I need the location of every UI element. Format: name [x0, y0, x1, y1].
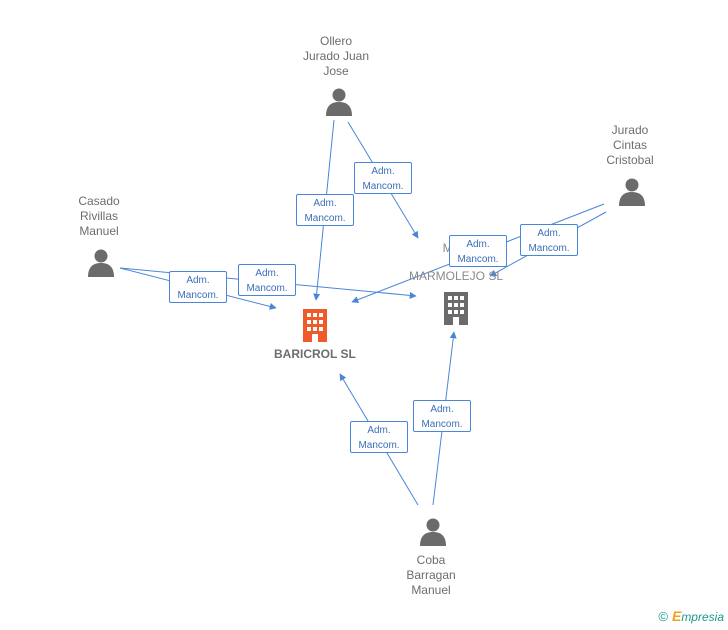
- label-line: Jurado: [611, 123, 649, 137]
- label-line: MARMOLEJO SL: [408, 269, 504, 283]
- relation-type: Mancom.: [304, 213, 346, 224]
- relation-role: Adm.: [371, 166, 395, 177]
- label-line: Cristobal: [606, 153, 654, 167]
- label-line: Manuel: [79, 224, 119, 238]
- relation-box[interactable]: Adm. Mancom.: [350, 421, 408, 453]
- label-line: Manuel: [411, 583, 451, 597]
- relation-type: Mancom.: [177, 290, 219, 301]
- person-icon: [88, 249, 114, 277]
- person-label-coba[interactable]: Coba Barragan Manuel: [371, 553, 491, 598]
- relation-box[interactable]: Adm. Mancom.: [449, 235, 507, 267]
- relation-box[interactable]: Adm. Mancom.: [238, 264, 296, 296]
- label-line: Ollero: [319, 34, 352, 48]
- person-icon: [326, 88, 352, 116]
- person-label-jurado[interactable]: Jurado Cintas Cristobal: [570, 123, 690, 168]
- person-label-casado[interactable]: Casado Rivillas Manuel: [39, 194, 159, 239]
- relation-box[interactable]: Adm. Mancom.: [520, 224, 578, 256]
- person-icon: [420, 518, 446, 546]
- label-line: Rivillas: [79, 209, 118, 223]
- building-icon: [444, 292, 468, 325]
- brand-logo-text: mpresia: [681, 610, 724, 624]
- relation-role: Adm.: [430, 404, 454, 415]
- relation-role: Adm.: [255, 268, 279, 279]
- label-line: Coba: [416, 553, 446, 567]
- person-label-ollero[interactable]: Ollero Jurado Juan Jose: [276, 34, 396, 79]
- relation-box[interactable]: Adm. Mancom.: [413, 400, 471, 432]
- label-line: Jose: [323, 64, 349, 78]
- company-label-baricrol[interactable]: BARICROL SL: [274, 347, 356, 361]
- relation-role: Adm.: [466, 239, 490, 250]
- label-line: Casado: [78, 194, 120, 208]
- relation-role: Adm.: [186, 275, 210, 286]
- label-line: Jurado Juan: [302, 49, 370, 63]
- brand-watermark: ©Empresia: [658, 608, 724, 624]
- copyright-symbol: ©: [658, 609, 668, 624]
- relation-role: Adm.: [313, 198, 337, 209]
- relation-type: Mancom.: [362, 181, 404, 192]
- relation-type: Mancom.: [528, 243, 570, 254]
- label-line: Barragan: [406, 568, 456, 582]
- relation-box[interactable]: Adm. Mancom.: [296, 194, 354, 226]
- relation-box[interactable]: Adm. Mancom.: [354, 162, 412, 194]
- relation-role: Adm.: [537, 228, 561, 239]
- label-line: Cintas: [612, 138, 647, 152]
- relation-type: Mancom.: [358, 440, 400, 451]
- relation-role: Adm.: [367, 425, 391, 436]
- person-icon: [619, 178, 645, 206]
- relation-type: Mancom.: [457, 254, 499, 265]
- relation-type: Mancom.: [246, 283, 288, 294]
- relation-box[interactable]: Adm. Mancom.: [169, 271, 227, 303]
- relation-type: Mancom.: [421, 419, 463, 430]
- building-icon: [303, 309, 327, 342]
- brand-logo-initial: E: [671, 608, 682, 624]
